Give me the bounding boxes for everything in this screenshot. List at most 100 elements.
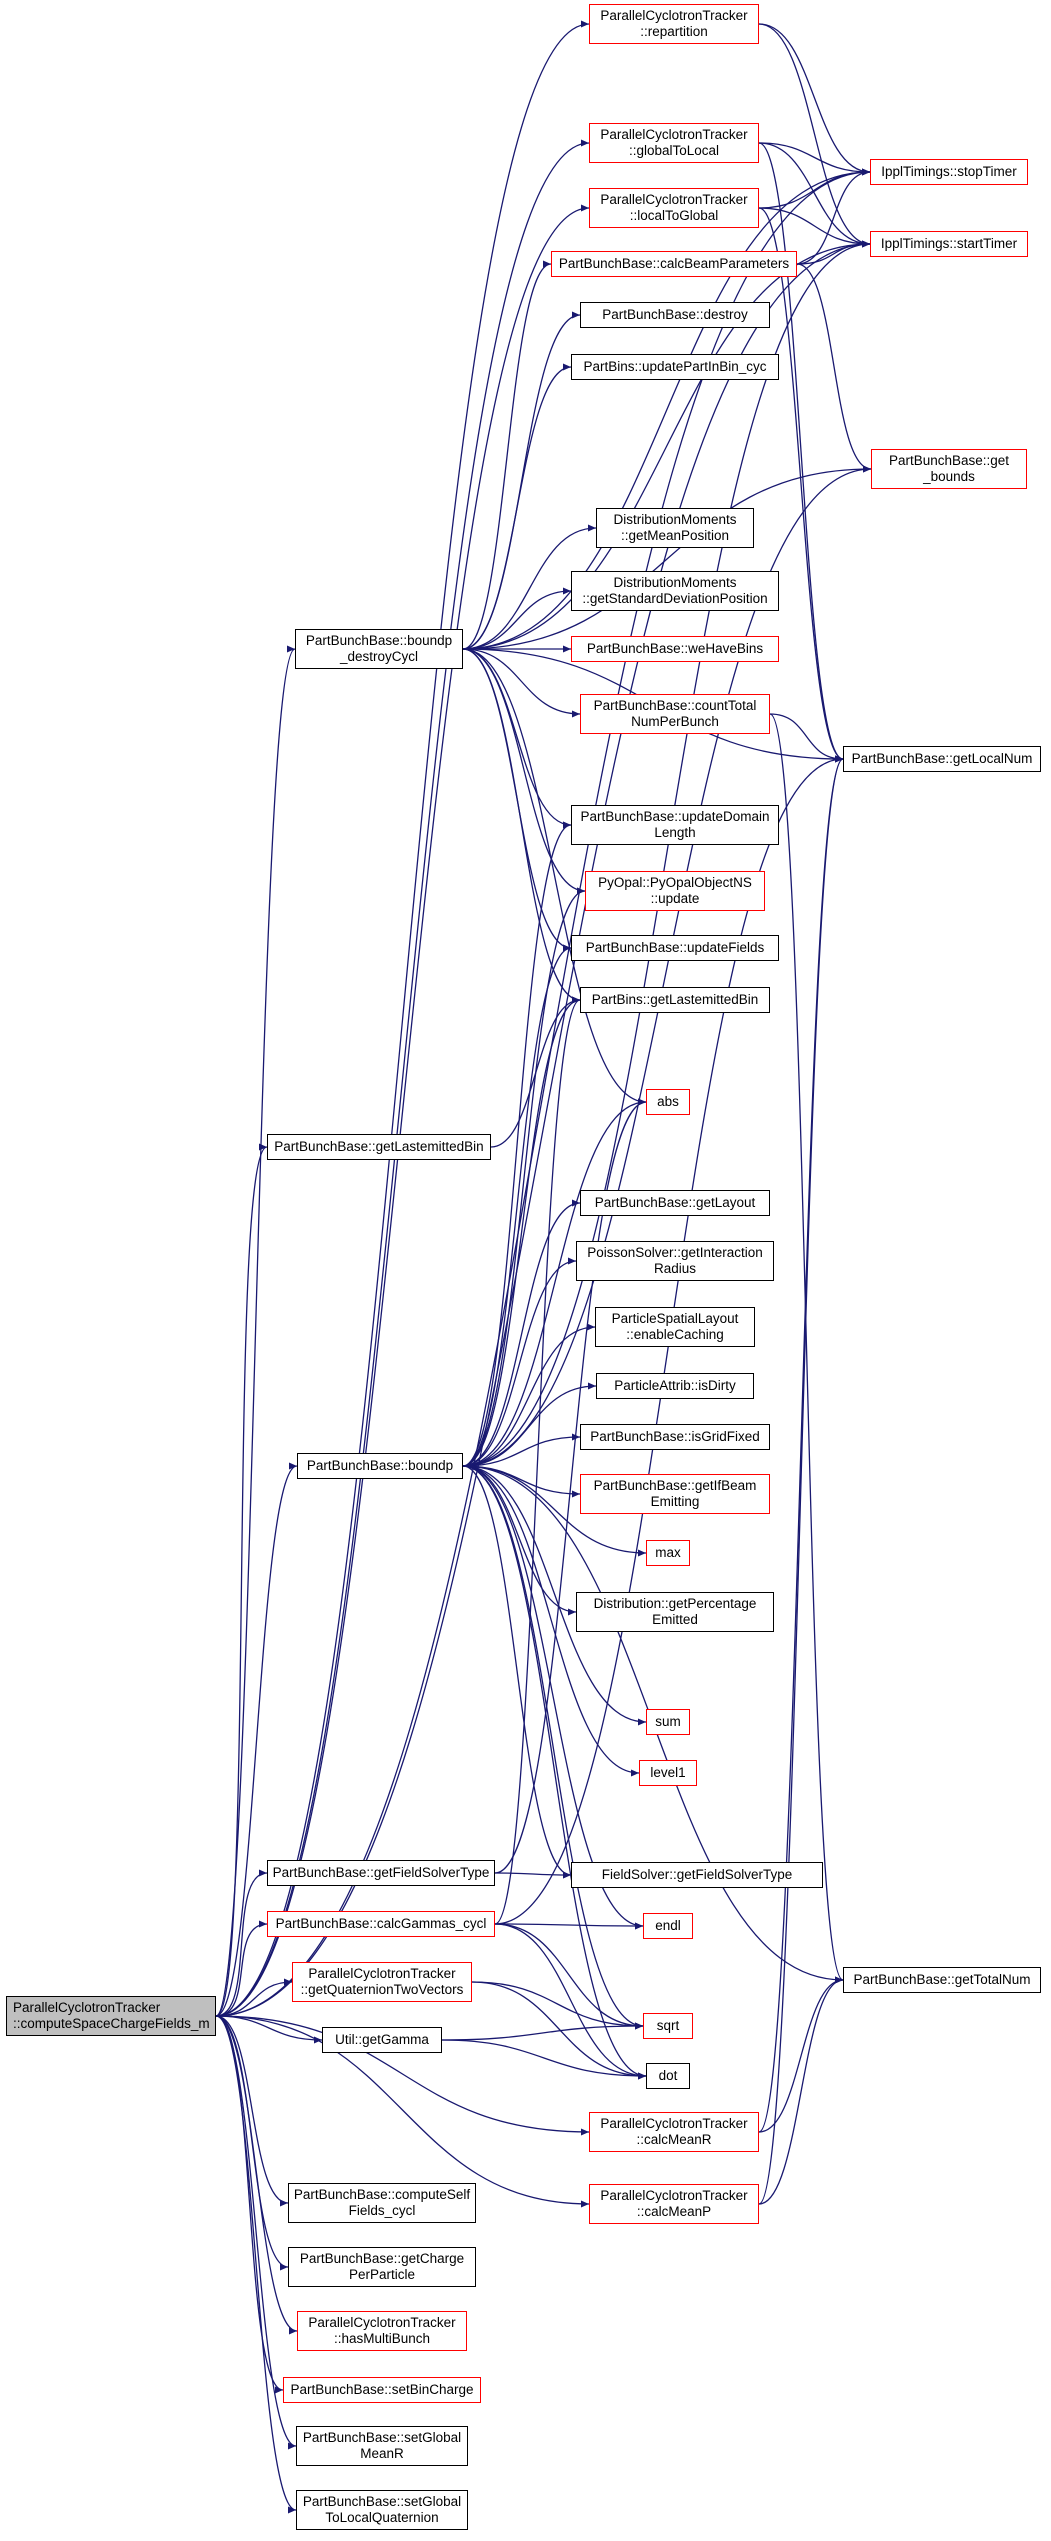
edge-getGamma-to-dot <box>441 2039 647 2080</box>
node-level1[interactable]: level1 <box>639 1760 697 1786</box>
edge-boundpDestroyCycl-to-get_bounds <box>462 465 872 650</box>
node-partbunch-get-field-solver-type[interactable]: PartBunchBase::getFieldSolverType <box>267 1860 495 1886</box>
node-calc-mean-p[interactable]: ParallelCyclotronTracker ::calcMeanP <box>589 2184 759 2224</box>
edge-boundp-to-getInteractionRadius <box>462 1257 577 1467</box>
node-set-global-to-local-quaternion[interactable]: PartBunchBase::setGlobal ToLocalQuaterni… <box>296 2490 468 2530</box>
edge-repartition-to-stopTimer <box>758 23 871 176</box>
edge-boundp-to-get_bounds <box>462 465 872 1467</box>
node-we-have-bins[interactable]: PartBunchBase::weHaveBins <box>571 636 779 662</box>
node-compute-self-fields-cycl[interactable]: PartBunchBase::computeSelf Fields_cycl <box>288 2183 476 2223</box>
node-get-std-dev-position[interactable]: DistributionMoments ::getStandardDeviati… <box>571 571 779 611</box>
edge-boundpDestroyCycl-to-abs <box>462 648 647 1106</box>
node-pyopal-update[interactable]: PyOpal::PyOpalObjectNS ::update <box>585 871 765 911</box>
edge-root-to-boundpDestroyCycl <box>215 645 296 2017</box>
node-get-quaternion-two-vectors[interactable]: ParallelCyclotronTracker ::getQuaternion… <box>292 1962 472 2002</box>
node-dot[interactable]: dot <box>646 2063 690 2089</box>
edge-boundp-to-updateDomainLength <box>462 821 572 1467</box>
node-get-interaction-radius[interactable]: PoissonSolver::getInteraction Radius <box>576 1241 774 1281</box>
node-start-timer[interactable]: IpplTimings::startTimer <box>870 231 1028 257</box>
edge-globalToLocal-to-stopTimer <box>758 142 871 176</box>
edge-boundp-to-updateFields <box>462 944 572 1467</box>
edge-globalToLocal-to-startTimer <box>758 142 871 248</box>
edge-boundp-to-getPercentageEmitted <box>462 1465 577 1616</box>
node-fieldsolver-get-field-solver-type[interactable]: FieldSolver::getFieldSolverType <box>571 1862 823 1888</box>
node-set-bin-charge[interactable]: PartBunchBase::setBinCharge <box>283 2377 481 2403</box>
node-calc-mean-r[interactable]: ParallelCyclotronTracker ::calcMeanR <box>589 2112 759 2152</box>
edge-root-to-setGlobalMeanR <box>215 2015 297 2450</box>
node-destroy[interactable]: PartBunchBase::destroy <box>580 302 770 328</box>
edge-calcGammasCycl-to-sqrt <box>494 1923 644 2030</box>
node-enable-caching[interactable]: ParticleSpatialLayout ::enableCaching <box>595 1307 755 1347</box>
node-get-gamma[interactable]: Util::getGamma <box>322 2027 442 2053</box>
edge-calcGammasCycl-to-dot <box>494 1923 647 2080</box>
node-get-bounds[interactable]: PartBunchBase::get _bounds <box>871 449 1027 489</box>
node-count-total-num-per-bunch[interactable]: PartBunchBase::countTotal NumPerBunch <box>580 694 770 734</box>
node-abs[interactable]: abs <box>646 1089 690 1115</box>
node-compute-space-charge-fields[interactable]: ParallelCyclotronTracker ::computeSpaceC… <box>6 1996 216 2036</box>
node-endl[interactable]: endl <box>643 1913 693 1939</box>
edge-boundp-to-level1 <box>462 1465 640 1777</box>
edge-root-to-localToGlobal <box>215 204 590 2017</box>
edge-calcMeanP-to-getLocalNum <box>758 755 844 2205</box>
edge-repartition-to-startTimer <box>758 23 871 248</box>
node-is-dirty[interactable]: ParticleAttrib::isDirty <box>596 1373 754 1399</box>
edge-getFieldSolverTypePB-to-getFieldSolverTypeFS <box>494 1871 572 1879</box>
edge-calcMeanP-to-getTotalNum <box>758 1976 844 2205</box>
node-get-percentage-emitted[interactable]: Distribution::getPercentage Emitted <box>576 1592 774 1632</box>
node-update-fields[interactable]: PartBunchBase::updateFields <box>571 935 779 961</box>
edge-boundpDestroyCycl-to-getStdDevPosition <box>462 587 572 650</box>
edge-calcGammasCycl-to-endl <box>494 1922 644 1930</box>
node-get-layout[interactable]: PartBunchBase::getLayout <box>580 1190 770 1216</box>
edge-localToGlobal-to-getLocalNum <box>758 207 844 763</box>
node-get-mean-position[interactable]: DistributionMoments ::getMeanPosition <box>596 508 754 548</box>
edge-getQuaternion-to-dot <box>471 1981 647 2080</box>
edge-root-to-setGlobalToLocalQuaternion <box>215 2015 297 2514</box>
edge-boundpDestroyCycl-to-pyopalUpdate <box>462 648 586 895</box>
edge-root-to-hasMultiBunch <box>215 2015 298 2335</box>
node-update-domain-length[interactable]: PartBunchBase::updateDomain Length <box>571 805 779 845</box>
edge-boundp-to-sqrt <box>462 1465 644 2030</box>
edge-getQuaternion-to-sqrt <box>471 1981 644 2030</box>
node-get-local-num[interactable]: PartBunchBase::getLocalNum <box>843 746 1041 772</box>
edge-boundp-to-pyopalUpdate <box>462 887 586 1467</box>
node-calc-gammas-cycl[interactable]: PartBunchBase::calcGammas_cycl <box>267 1911 495 1937</box>
edge-boundp-to-isGridFixed <box>462 1433 581 1467</box>
node-calc-beam-parameters[interactable]: PartBunchBase::calcBeamParameters <box>551 251 797 277</box>
edge-boundp-to-abs <box>462 1098 647 1467</box>
edge-localToGlobal-to-startTimer <box>758 207 871 248</box>
edge-boundp-to-getLayout <box>462 1199 581 1467</box>
edge-boundp-to-getLastemittedBinPB <box>462 996 581 1467</box>
edge-root-to-repartition <box>215 20 590 2017</box>
edge-root-to-boundp <box>215 1462 298 2017</box>
node-get-if-beam-emitting[interactable]: PartBunchBase::getIfBeam Emitting <box>580 1474 770 1514</box>
node-has-multi-bunch[interactable]: ParallelCyclotronTracker ::hasMultiBunch <box>297 2311 467 2351</box>
node-local-to-global[interactable]: ParallelCyclotronTracker ::localToGlobal <box>589 188 759 228</box>
node-sum[interactable]: sum <box>646 1709 690 1735</box>
node-part-bins-get-lastemitted-bin[interactable]: PartBins::getLastemittedBin <box>580 987 770 1013</box>
node-update-part-in-bin[interactable]: PartBins::updatePartInBin_cyc <box>571 354 779 380</box>
node-repartition[interactable]: ParallelCyclotronTracker ::repartition <box>589 4 759 44</box>
edge-boundpDestroyCycl-to-countTotal <box>462 648 581 718</box>
node-set-global-mean-r[interactable]: PartBunchBase::setGlobal MeanR <box>296 2426 468 2466</box>
edge-boundp-to-getFieldSolverTypeFS <box>462 1465 572 1879</box>
node-get-lastemitted-bin[interactable]: PartBunchBase::getLastemittedBin <box>267 1134 491 1160</box>
node-boundp[interactable]: PartBunchBase::boundp <box>297 1453 463 1479</box>
node-global-to-local[interactable]: ParallelCyclotronTracker ::globalToLocal <box>589 123 759 163</box>
node-get-total-num[interactable]: PartBunchBase::getTotalNum <box>843 1967 1041 1993</box>
edge-calcMeanR-to-getTotalNum <box>758 1976 844 2133</box>
edge-boundpDestroyCycl-to-calcBeamParameters <box>462 260 552 650</box>
edge-root-to-calcGammasCycl <box>215 1920 268 2017</box>
node-is-grid-fixed[interactable]: PartBunchBase::isGridFixed <box>580 1424 770 1450</box>
edge-boundp-to-startTimer <box>462 240 871 1467</box>
node-get-charge-per-particle[interactable]: PartBunchBase::getCharge PerParticle <box>288 2247 476 2287</box>
node-sqrt[interactable]: sqrt <box>643 2013 693 2039</box>
edge-root-to-getFieldSolverTypePB <box>215 1869 268 2017</box>
node-boundp-destroy-cycl[interactable]: PartBunchBase::boundp _destroyCycl <box>295 629 463 669</box>
edge-root-to-calcMeanP <box>215 2015 590 2208</box>
edge-boundp-to-dot <box>462 1465 647 2080</box>
edge-boundpDestroyCycl-to-updatePartInBin <box>462 363 572 650</box>
edge-root-to-getLastemittedBinBase <box>215 1143 268 2017</box>
node-stop-timer[interactable]: IpplTimings::stopTimer <box>870 159 1028 185</box>
node-max[interactable]: max <box>646 1540 690 1566</box>
edge-getGamma-to-sqrt <box>441 2022 644 2041</box>
